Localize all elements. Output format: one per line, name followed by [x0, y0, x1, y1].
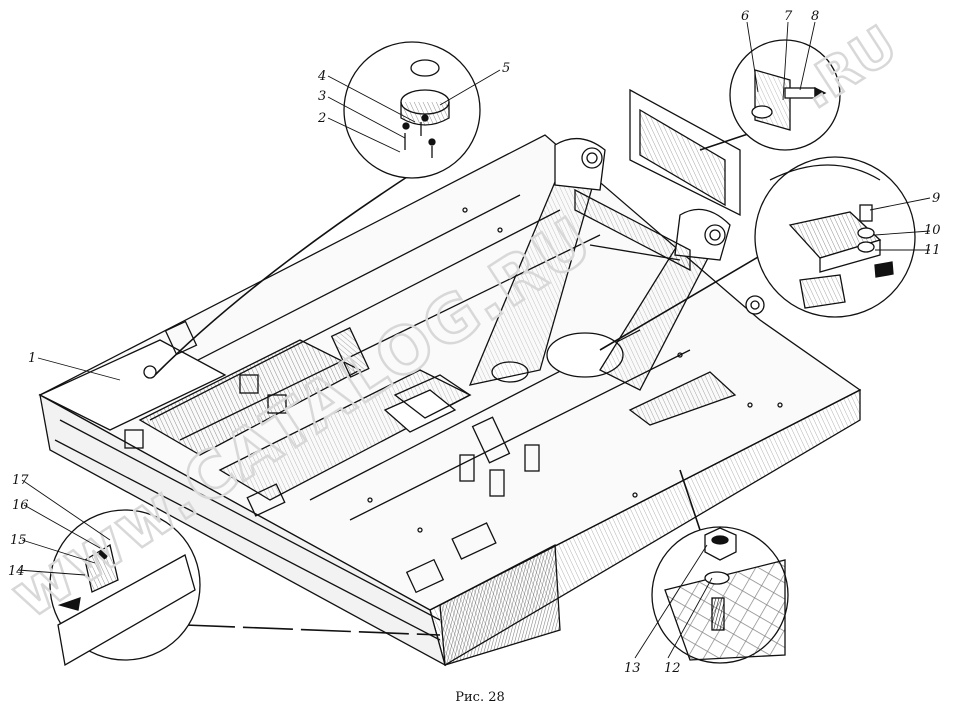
callout-2: 2 [317, 111, 326, 126]
leader-lines [154, 129, 771, 636]
callout-4: 4 [317, 69, 326, 84]
figure-caption: Рис. 28 [455, 690, 505, 705]
callout-leaders [17, 21, 931, 659]
detail-latch [49, 509, 201, 667]
cross-tube [574, 188, 691, 272]
callout-labels: 1 2 3 4 5 6 7 8 9 10 11 12 13 14 15 16 1… [8, 9, 941, 676]
front-plate [38, 339, 227, 431]
callout-14: 14 [8, 564, 25, 579]
callout-11: 11 [924, 243, 941, 258]
callout-7: 7 [784, 9, 793, 24]
callout-12: 12 [664, 661, 681, 676]
callout-3: 3 [318, 89, 326, 104]
callout-10: 10 [924, 223, 941, 238]
callout-1: 1 [28, 351, 36, 366]
callout-13: 13 [624, 661, 641, 676]
callout-9: 9 [932, 191, 940, 206]
detail-bracket-bolt [729, 39, 841, 151]
stud [711, 597, 725, 631]
detail-stud-nut [651, 526, 789, 664]
callout-8: 8 [811, 9, 819, 24]
frame-body [38, 134, 862, 667]
deck-opening [383, 389, 457, 433]
detail-cover-plate [343, 41, 481, 179]
callout-17: 17 [12, 473, 29, 488]
rear-deck-plate [628, 371, 737, 426]
detail-clamp-plate [754, 156, 916, 318]
callout-6: 6 [741, 9, 749, 24]
boom-mount-bracket [468, 88, 765, 391]
rear-end-plate [439, 543, 561, 666]
callout-5: 5 [502, 61, 510, 76]
callout-16: 16 [12, 498, 29, 513]
callout-15: 15 [10, 533, 27, 548]
